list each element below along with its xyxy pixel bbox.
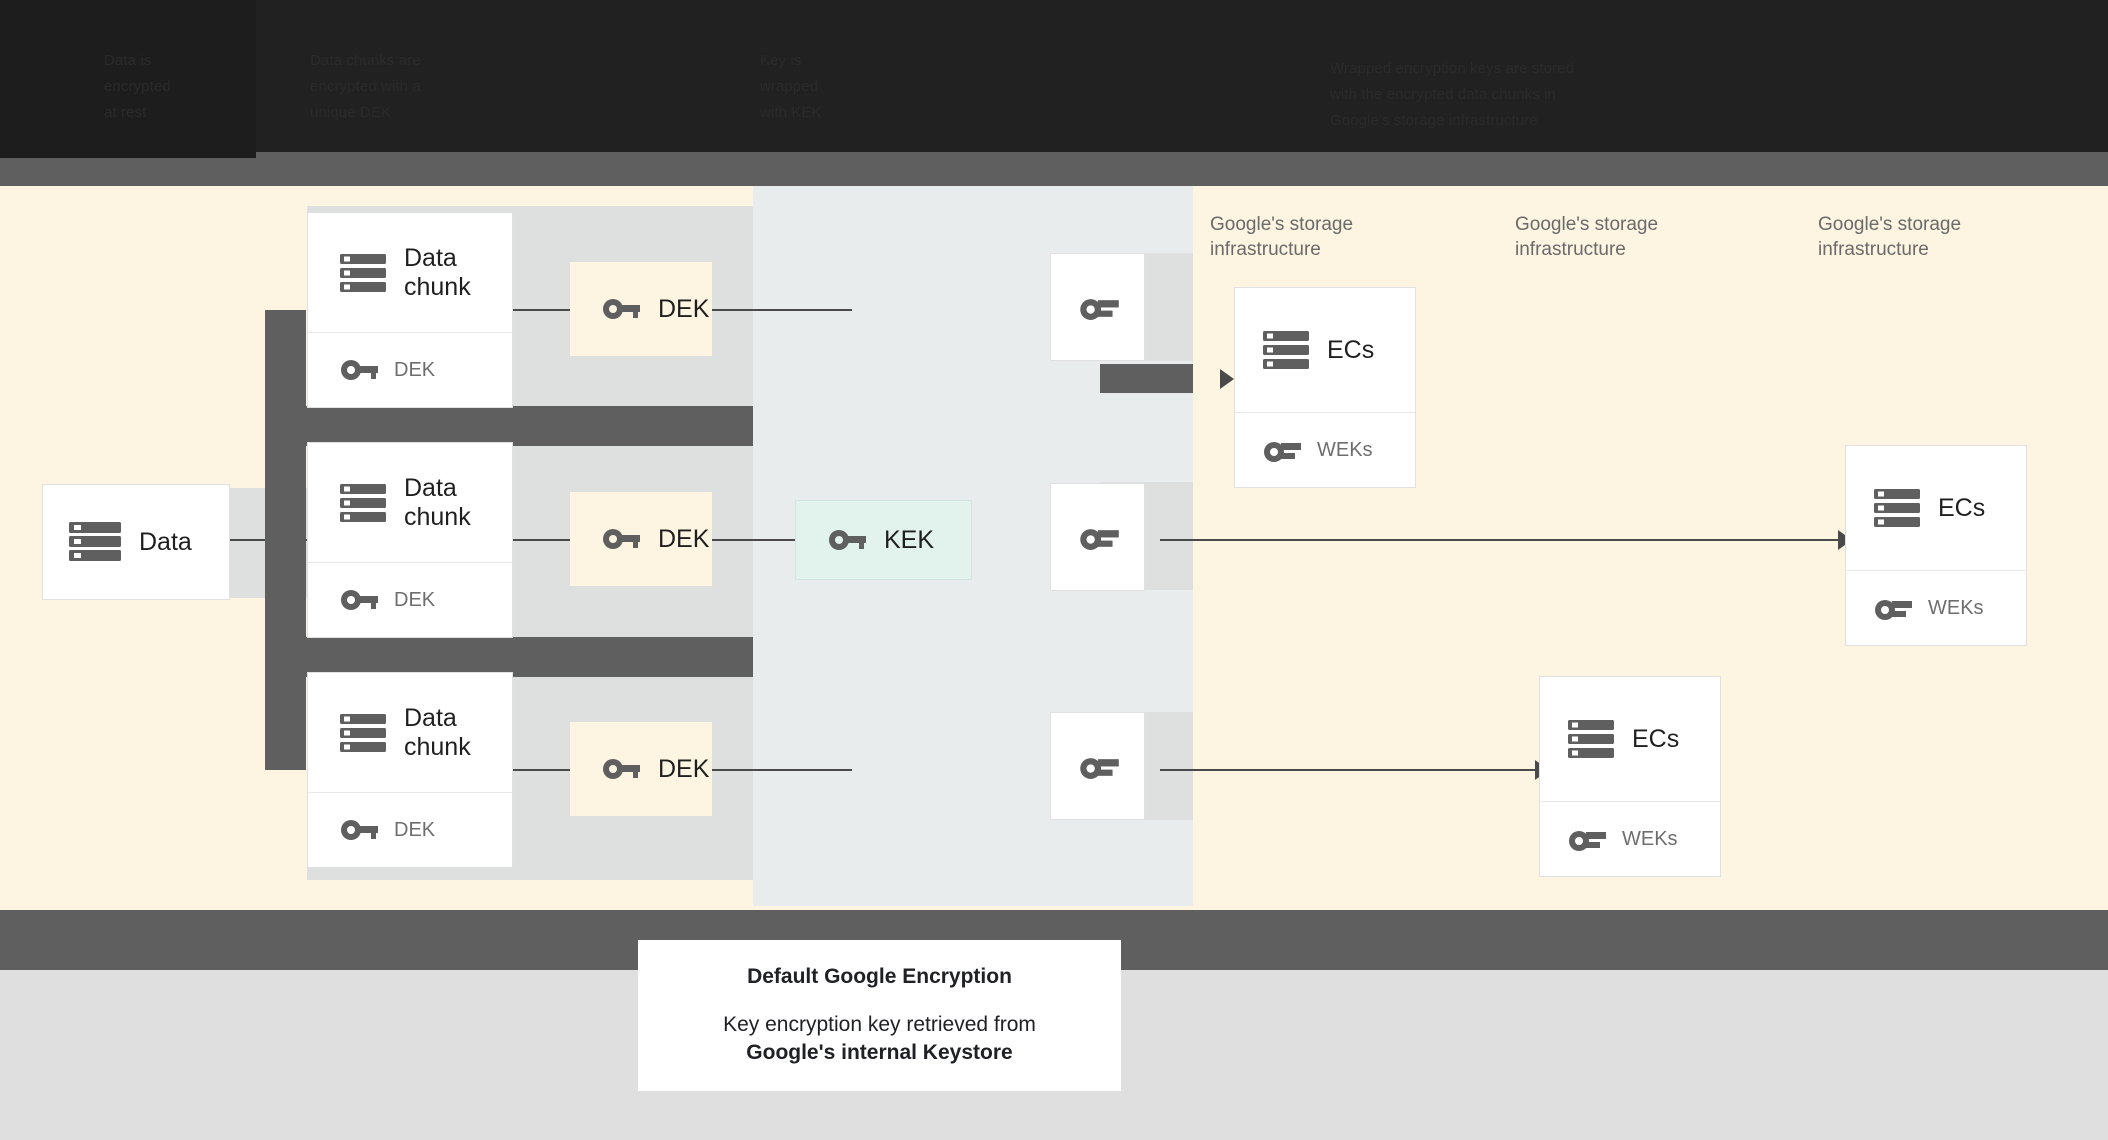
data-chunk-title: Data chunk <box>404 473 471 531</box>
key-icon <box>1874 597 1912 620</box>
data-chunk-key-label: DEK <box>394 588 436 611</box>
connector-chunk3-dek <box>508 769 578 771</box>
key-icon <box>340 589 378 611</box>
ecs-key-label: WEKs <box>1928 596 1984 619</box>
caption-line-1: Key encryption key retrieved from <box>723 1012 1036 1036</box>
key-icon <box>828 529 866 551</box>
top-gray-band <box>0 152 2108 186</box>
connector-wrapped2-ecs2 <box>1160 539 1843 541</box>
data-chunk-title: Data chunk <box>404 703 471 761</box>
kek-label: KEK <box>884 525 935 554</box>
ecs-card-2[interactable]: ECs WEKs <box>1845 445 2027 646</box>
data-card-label: Data <box>139 527 192 556</box>
wrapped-key-card-3[interactable] <box>1050 712 1145 820</box>
dek-chip-3[interactable]: DEK <box>570 722 712 816</box>
data-chunk-key-label: DEK <box>394 818 436 841</box>
ecs-key-label: WEKs <box>1317 438 1373 461</box>
bracket-blip <box>1100 364 1193 393</box>
ecs-title: ECs <box>1327 335 1375 364</box>
key-icon <box>1568 828 1606 851</box>
ecs-title: ECs <box>1938 493 1986 522</box>
caption-body: Key encryption key retrieved from Google… <box>723 1011 1036 1067</box>
wrapped-key-card-2[interactable] <box>1050 483 1145 591</box>
key-icon <box>1079 755 1119 779</box>
wrapped-key-card-1[interactable] <box>1050 253 1145 361</box>
server-icon <box>1263 331 1309 369</box>
bracket-horizontal-bar-2 <box>265 637 753 677</box>
server-icon <box>340 253 386 292</box>
key-icon <box>340 359 378 381</box>
top-black-band <box>0 0 2108 152</box>
data-chunk-card-1[interactable]: Data chunk DEK <box>307 212 513 408</box>
header-note-1: Data is encrypted at rest <box>104 52 171 121</box>
header-note-2: Data chunks are encrypted with a unique … <box>310 52 421 121</box>
connector-chunk1-dek <box>508 309 578 311</box>
connector-dek3-wrapped <box>712 769 852 771</box>
key-icon <box>602 758 640 780</box>
caption-box: Default Google Encryption Key encryption… <box>638 940 1121 1091</box>
key-icon <box>340 819 378 841</box>
key-icon <box>1079 526 1119 550</box>
caption-title: Default Google Encryption <box>747 964 1012 988</box>
dek-label: DEK <box>658 754 710 783</box>
ecs-title: ECs <box>1632 724 1680 753</box>
storage-label-2: Google's storage infrastructure <box>1515 214 1659 260</box>
bracket-horizontal-bar-1 <box>265 406 753 446</box>
server-icon <box>340 483 386 522</box>
kek-chip[interactable]: KEK <box>795 500 972 580</box>
data-chunk-card-2[interactable]: Data chunk DEK <box>307 442 513 638</box>
dek-chip-1[interactable]: DEK <box>570 262 712 356</box>
dek-label: DEK <box>658 294 710 323</box>
key-icon <box>1263 439 1301 462</box>
ecs-key-label: WEKs <box>1622 827 1678 850</box>
server-icon <box>69 521 121 563</box>
data-card[interactable]: Data <box>42 484 230 600</box>
key-icon <box>602 528 640 550</box>
arrow-to-ecs1 <box>1220 369 1234 389</box>
key-icon <box>602 298 640 320</box>
connector-dek2-wrapped <box>712 539 852 541</box>
server-icon <box>340 713 386 752</box>
ecs-card-1[interactable]: ECs WEKs <box>1234 287 1416 488</box>
storage-label-1: Google's storage infrastructure <box>1210 214 1354 260</box>
header-note-4: Wrapped encryption keys are stored with … <box>1330 60 1575 129</box>
dek-chip-2[interactable]: DEK <box>570 492 712 586</box>
ecs-card-3[interactable]: ECs WEKs <box>1539 676 1721 877</box>
dek-label: DEK <box>658 524 710 553</box>
header-notch <box>0 0 256 158</box>
header-note-3: Key is wrapped with KEK <box>760 52 822 121</box>
connector-chunk2-dek <box>508 539 578 541</box>
data-chunk-title: Data chunk <box>404 243 471 301</box>
key-icon <box>1079 296 1119 320</box>
bracket-vertical-bar <box>265 310 306 770</box>
storage-label-3: Google's storage infrastructure <box>1818 214 1962 260</box>
server-icon <box>1568 720 1614 758</box>
data-chunk-key-label: DEK <box>394 358 436 381</box>
caption-line-2: Google's internal Keystore <box>746 1040 1013 1064</box>
connector-dek1-wrapped <box>712 309 852 311</box>
data-chunk-card-3[interactable]: Data chunk DEK <box>307 672 513 868</box>
connector-wrapped3-ecs3 <box>1160 769 1540 771</box>
server-icon <box>1874 489 1920 527</box>
